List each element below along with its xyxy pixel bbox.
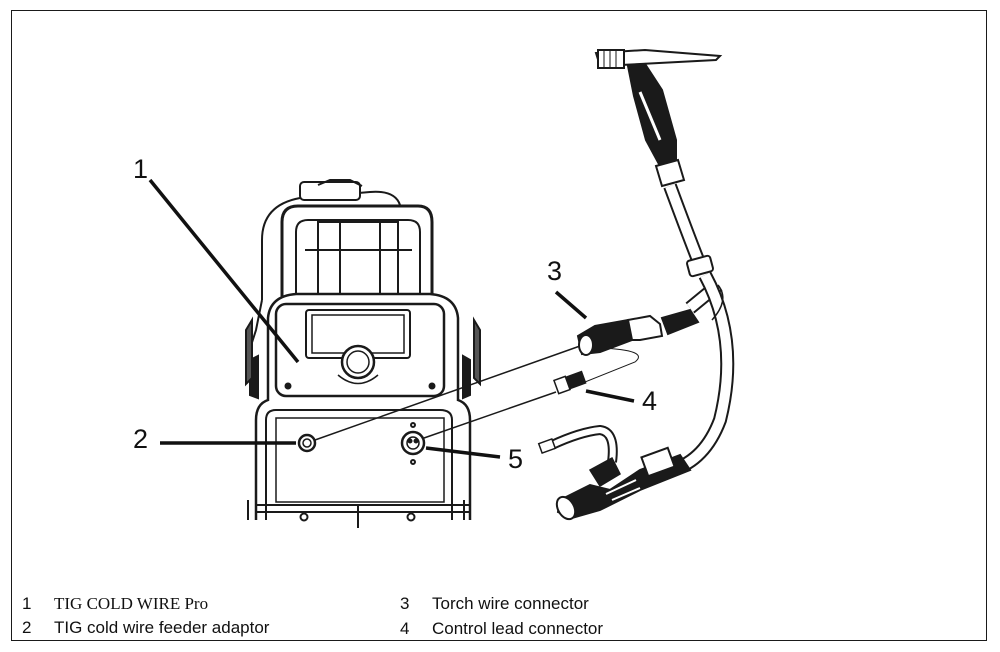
- legend-item-4: 4 Control lead connector: [400, 619, 603, 639]
- legend-label: Torch wire connector: [432, 594, 589, 613]
- legend-item-2: 2 TIG cold wire feeder adaptor: [22, 618, 269, 638]
- legend-item-3: 3 Torch wire connector: [400, 594, 589, 614]
- torch-wire-connector: [576, 279, 723, 356]
- callout-4: 4: [642, 386, 658, 416]
- leader-line-5: [425, 446, 501, 459]
- callout-5: 5: [508, 444, 524, 474]
- leader-line-1: [148, 178, 300, 364]
- legend-number: 2: [22, 618, 32, 637]
- legend-label: TIG cold wire feeder adaptor: [54, 618, 270, 637]
- control-lead-connector: [553, 370, 587, 395]
- legend-number: 4: [400, 619, 410, 638]
- leader-line-4: [585, 389, 635, 403]
- legend-number: 3: [400, 594, 410, 613]
- leader-line-3: [554, 290, 588, 320]
- callout-2: 2: [133, 424, 149, 454]
- legend-label: TIG COLD WIRE Pro: [54, 594, 209, 613]
- legend-number: 1: [22, 594, 32, 613]
- diagram-frame: [11, 10, 987, 641]
- leader-lines: [148, 178, 635, 459]
- wire-feeder-unit: [245, 179, 481, 528]
- legend-label: Control lead connector: [432, 619, 604, 638]
- tig-torch: [537, 48, 735, 521]
- callout-3: 3: [547, 256, 563, 286]
- callout-1: 1: [133, 154, 149, 184]
- legend-item-1: 1 TIG COLD WIRE Pro: [22, 594, 208, 614]
